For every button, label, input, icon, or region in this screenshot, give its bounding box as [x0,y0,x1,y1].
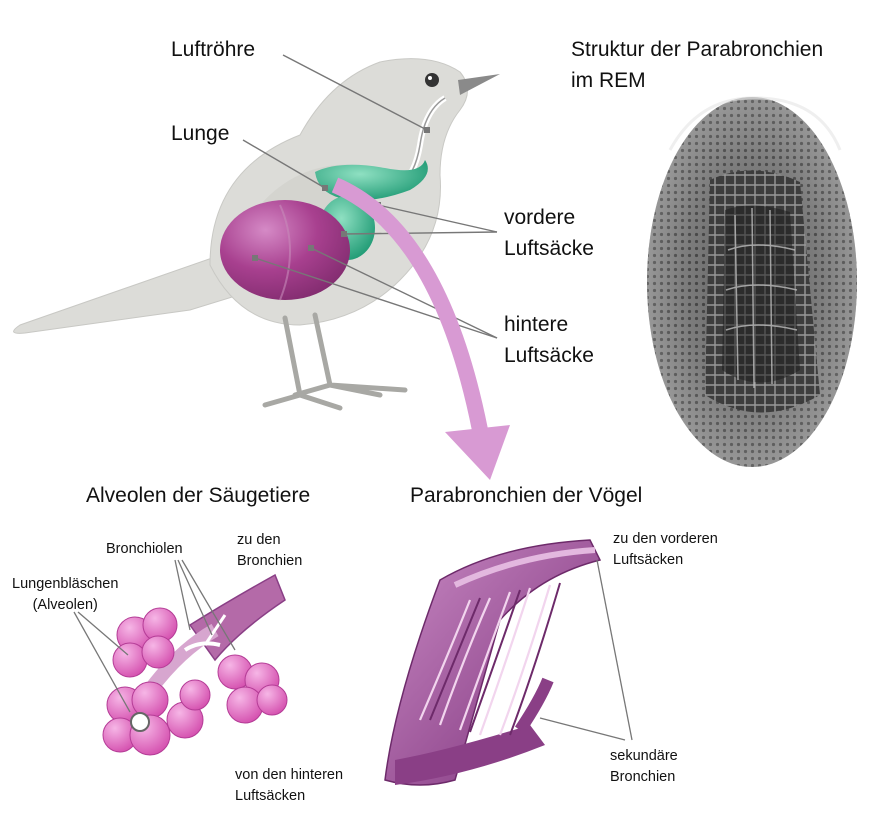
label-alveoli: Lungenbläschen (Alveolen) [12,576,119,613]
sem-title-line2: im REM [571,69,646,92]
sem-image [647,96,857,467]
avian-parabronchi-illustration [384,539,633,786]
bird-eye [425,73,439,87]
alveolar-cluster-upper [112,607,178,678]
zoom-arrow [331,177,510,480]
bird-leg-right [292,312,408,398]
alveolar-cluster-lower [102,679,211,756]
alveolar-cluster-right [217,654,288,724]
label-bronchioles: Bronchiolen [106,541,183,557]
label-anterior-air-sacs: vordere Luftsäcke [504,206,594,260]
mammal-title: Alveolen der Säugetiere [86,484,311,507]
bird-posterior-air-sac [220,200,350,300]
mammal-leader-lines [73,559,236,713]
avian-leader-lines [539,559,633,741]
label-to-anterior-air-sacs: zu den vorderen Luftsäcken [613,531,718,568]
label-secondary-bronchi: sekundäre Bronchien [610,748,678,785]
mammal-alveoli-illustration [73,559,288,756]
secondary-bronchus-branch [515,677,554,734]
avian-title: Parabronchien der Vögel [410,484,643,507]
label-trachea: Luftröhre [171,38,256,61]
sem-title-line1: Struktur der Parabronchien [571,38,824,61]
label-from-posterior-air-sacs: von den hinteren Luftsäcken [235,767,344,804]
label-lung: Lunge [171,122,230,145]
label-posterior-air-sacs: hintere Luftsäcke [504,313,594,367]
bird-tail [13,249,256,334]
bird-beak [458,74,500,95]
bird-illustration [13,54,500,411]
label-to-bronchi: zu den Bronchien [237,532,303,569]
